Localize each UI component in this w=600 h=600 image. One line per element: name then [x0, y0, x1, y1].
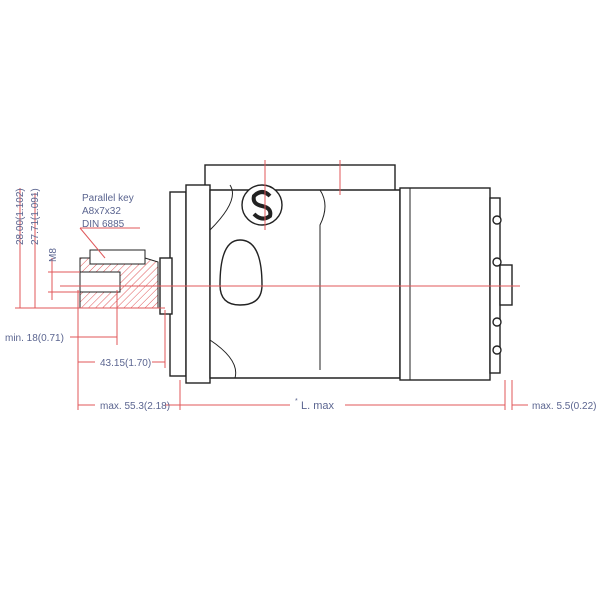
shaft: [79, 249, 159, 309]
motor-body: [159, 164, 513, 384]
dim-28: 28.00(1.102): [15, 188, 26, 245]
end-bolt: [499, 264, 513, 306]
dim-min18: min. 18(0.71): [5, 333, 64, 344]
drain-boss: [219, 239, 263, 306]
threaded-hole: [79, 271, 121, 293]
flange-ring: [185, 184, 211, 384]
key-label-3: DIN 6885: [82, 219, 125, 230]
rear-cylinder: [399, 187, 491, 381]
dimension-lines: [15, 160, 528, 410]
dim-m8: M8: [48, 248, 59, 262]
dim-lmax: L. max: [301, 400, 335, 412]
parallel-key: [89, 249, 146, 265]
labels: Parallel key A8x7x32 DIN 6885 28.00(1.10…: [5, 188, 596, 412]
dim-max55: max. 5.5(0.22): [532, 401, 596, 412]
dim-2771: 27.71(1.091): [30, 188, 41, 245]
dim-max553: max. 55.3(2.18): [100, 401, 170, 412]
key-label-1: Parallel key: [82, 193, 134, 204]
dim-4315: 43.15(1.70): [100, 358, 151, 369]
lmax-star: *: [295, 398, 298, 405]
key-label-2: A8x7x32: [82, 206, 121, 217]
